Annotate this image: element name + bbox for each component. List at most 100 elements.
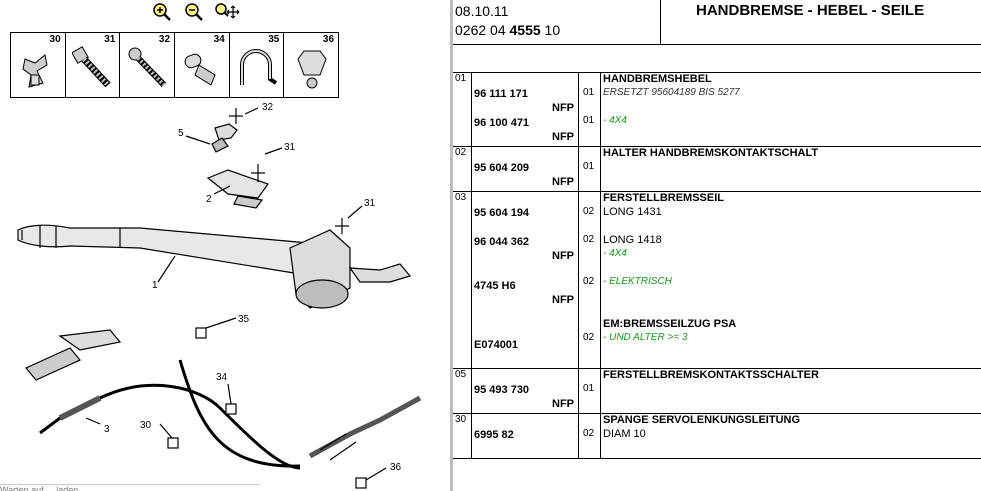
exploded-diagram: 32 5 31 2 31 1 35 34 30 3 36 [17,102,422,489]
nfp-flag: NFP [552,294,574,306]
zoom-pan-icon[interactable] [214,2,240,22]
callout-label: 5 [178,128,184,139]
group-number: 05 [453,368,472,414]
bolt-icon [71,46,111,88]
thumb-number: 35 [268,34,280,45]
catalog-date: 08.10.11 [455,3,509,19]
spacer [474,353,576,368]
quantity [581,346,598,360]
part-note: - 4X4 [603,115,627,126]
ref-suffix: 10 [544,22,561,38]
part-note [603,175,979,189]
part-note: LONG 1418 [603,234,662,246]
thumb-part[interactable]: 35 [230,33,285,97]
description-cell: HALTER HANDBREMSKONTAKTSCHALT [600,146,981,192]
spacer [474,265,576,280]
quantity [581,369,598,383]
quantity: 01 [583,383,595,394]
qty-cell: 01 [578,146,601,192]
callout-label: 36 [390,462,402,473]
part-number[interactable]: 95 604 209 [474,162,530,174]
part-number[interactable]: E074001 [474,339,519,351]
thumb-number: 34 [213,34,225,45]
quantity [581,442,598,456]
part-note: DIAM 10 [603,428,646,440]
thumb-part[interactable]: 36 [284,33,338,97]
quantity: 01 [583,115,595,126]
part-number[interactable]: 95 493 730 [474,384,530,396]
part-note [603,346,979,360]
spacer [474,309,576,324]
part-note [603,397,979,411]
ref-bold: 4555 [509,22,541,38]
quantity: 02 [583,332,595,343]
part-title: FERSTELLBREMSKONTAKTSSCHALTER [603,369,819,381]
part-note [603,383,979,397]
qty-cell: 02 [578,413,601,459]
part-number[interactable]: 96 044 362 [474,236,530,248]
thumb-part[interactable]: 34 [175,33,230,97]
quantity [581,129,598,143]
thumb-number: 31 [104,34,116,45]
status-text: Warten auf ... laden [0,484,260,491]
part-title: EM:BREMSSEILZUG PSA [603,318,737,330]
callout-label: 2 [206,194,212,205]
part-number[interactable]: 4745 H6 [474,280,516,292]
thumb-part[interactable]: 30 [11,33,66,97]
panel-splitter[interactable] [450,0,453,491]
quantity [581,220,598,234]
part-number[interactable]: 95 604 194 [474,207,530,219]
group-number: 01 [453,73,472,147]
quantity [581,262,598,276]
nfp-flag: NFP [552,398,574,410]
thumb-number: 36 [322,34,335,45]
part-title: HALTER HANDBREMSKONTAKTSCHALT [603,147,819,159]
part-number[interactable]: 6995 82 [474,429,514,441]
callout-label: 34 [216,372,228,383]
quantity [581,73,598,87]
nfp-flag: NFP [552,250,574,262]
part-note [603,442,979,456]
clamp-icon [239,49,277,85]
group-number: 02 [453,146,472,192]
part-number[interactable]: 96 111 171 [474,88,528,100]
part-title: SPANGE SERVOLENKUNGSLEITUNG [603,414,801,426]
header-divider [660,0,661,44]
group-number: 30 [453,413,472,459]
part-note [603,220,979,234]
thumb-number: 30 [49,34,61,45]
part-note [603,290,979,304]
zoom-out-icon[interactable] [182,2,208,22]
quantity: 02 [583,206,595,217]
part-title: HANDBREMSHEBEL [603,73,712,85]
part-note: - UND ALTER >= 3 [603,332,688,343]
quantity: 01 [583,161,595,172]
screw-icon [128,47,167,88]
part-number[interactable]: 96 100 471 [474,117,530,129]
spacer [474,414,576,429]
quantity [581,248,598,262]
pin-icon [184,53,216,86]
quantity [581,175,598,189]
spacer [474,147,576,162]
callout-label: 35 [238,314,250,325]
quantity [581,304,598,318]
part-note [603,129,979,143]
group-number: 03 [453,191,472,369]
part-note [603,101,979,115]
description-cell: FERSTELLBREMSKONTAKTSSCHALTER [600,368,981,414]
quantity: 02 [583,428,595,439]
zoom-in-icon[interactable] [150,2,176,22]
wing-nut-icon [22,54,48,88]
thumb-part[interactable]: 32 [120,33,176,97]
thumb-part[interactable]: 31 [66,33,121,97]
